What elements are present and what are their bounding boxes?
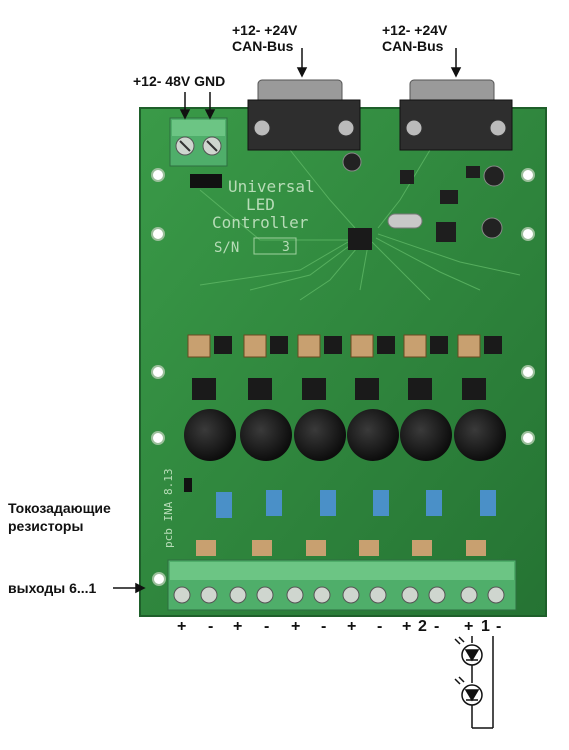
can2-bus-label: CAN-Bus — [382, 38, 444, 54]
capacitor — [481, 217, 503, 239]
polarity-mark: + — [464, 618, 474, 635]
channels — [184, 334, 506, 556]
can1-voltage-label: +12- +24V — [232, 22, 298, 38]
polarity-mark: + — [402, 618, 412, 635]
polarity-mark: + — [233, 618, 243, 635]
arrows — [113, 48, 462, 594]
silk-line3: Controller — [212, 213, 309, 232]
sn-box — [253, 237, 297, 255]
silkscreen: Universal LED Controller S/N 3 pcb INA 8… — [162, 177, 315, 548]
channel-number: 1 — [481, 618, 490, 635]
power-voltage-label: +12- 48V GND — [133, 73, 226, 89]
silk-line2: LED — [246, 195, 275, 214]
pcb-traces — [199, 149, 521, 301]
chip — [466, 166, 480, 178]
can1-bus-label: CAN-Bus — [232, 38, 294, 54]
pcb-board — [139, 107, 547, 617]
can2-voltage-label: +12- +24V — [382, 22, 448, 38]
resistors-label-line1: Токозадающие — [8, 500, 111, 516]
polarity-mark: - — [208, 618, 214, 635]
polarity-mark: - — [321, 618, 327, 635]
polarity-mark: + — [347, 618, 357, 635]
chip — [436, 222, 456, 242]
silk-sn-label: S/N — [214, 240, 239, 256]
silk-sn-value: 3 — [282, 240, 290, 255]
silk-pcb-version: pcb INA 8.13 — [162, 469, 175, 548]
can-connector-left — [247, 79, 361, 151]
header — [190, 174, 222, 188]
led-wiring — [454, 636, 494, 729]
chip — [440, 190, 458, 204]
channel-3 — [347, 334, 399, 556]
polarity-mark: - — [377, 618, 383, 635]
capacitor — [483, 165, 505, 187]
capacitor — [342, 152, 362, 172]
power-terminal — [169, 117, 228, 167]
polarity-mark: + — [291, 618, 301, 635]
microcontroller — [348, 228, 372, 250]
output-terminals — [167, 559, 517, 611]
channel-6 — [184, 334, 236, 556]
can-connector-right — [399, 79, 513, 151]
outputs-label: выходы 6...1 — [8, 580, 97, 596]
resistors-label-line2: резисторы — [8, 518, 84, 534]
channel-5 — [240, 334, 292, 556]
crystal — [387, 213, 423, 229]
channel-4 — [294, 334, 346, 556]
polarity-mark: - — [264, 618, 270, 635]
polarity-mark: + — [177, 618, 187, 635]
silk-line1: Universal — [228, 177, 315, 196]
channel-1 — [454, 334, 506, 556]
channel-number: 2 — [418, 618, 427, 635]
chip — [400, 170, 414, 184]
channel-2 — [400, 334, 452, 556]
polarity-mark: - — [434, 618, 440, 635]
polarity-mark: - — [496, 618, 502, 635]
mounting-holes — [151, 168, 535, 586]
